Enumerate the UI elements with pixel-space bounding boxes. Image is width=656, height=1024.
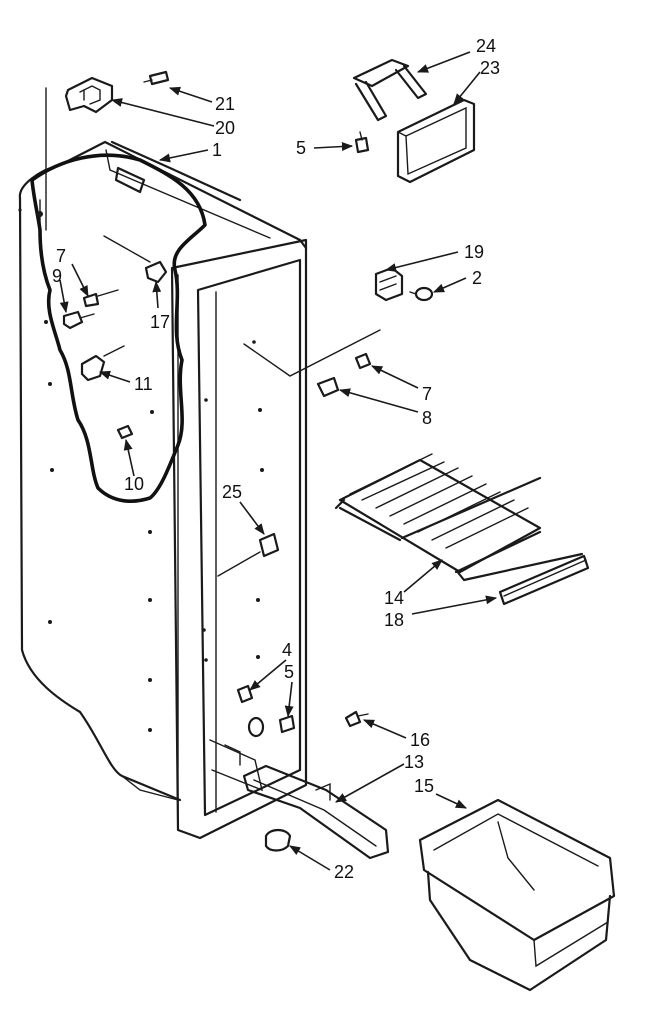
callout-21: 21 [215, 94, 235, 114]
wire-shelf-part-14 [334, 453, 542, 574]
callout-10: 10 [124, 474, 144, 494]
callout-8: 8 [422, 408, 432, 428]
clip-part-17 [103, 235, 168, 284]
callout-24: 24 [476, 36, 496, 56]
bin-part-15 [418, 798, 616, 992]
callout-11: 11 [134, 374, 153, 394]
screw-part-21 [143, 70, 170, 86]
callout-22: 22 [334, 862, 354, 882]
rail-part-13 [242, 764, 390, 860]
callout-2: 2 [472, 268, 482, 288]
callout-17: 17 [150, 312, 170, 332]
callout-16: 16 [410, 730, 430, 750]
callout-25: 25 [222, 482, 242, 502]
screw-part-5-lower [278, 714, 296, 734]
bracket-part-24 [352, 58, 428, 122]
callout-7-left: 7 [56, 246, 66, 266]
callout-7-right: 7 [422, 384, 432, 404]
callout-1: 1 [212, 140, 222, 160]
shelf-trim-part-18 [454, 552, 590, 606]
callout-labels: 21 20 1 24 23 5 19 2 7 8 7 9 17 11 10 25… [52, 36, 500, 882]
screw-part-16 [344, 710, 369, 728]
clip-part-7-right [354, 352, 372, 370]
freezer-liner [18, 87, 308, 840]
callout-5-lower: 5 [284, 662, 294, 682]
callout-20: 20 [215, 118, 235, 138]
switch-part-19 [374, 266, 404, 302]
bracket-part-25 [217, 532, 280, 577]
bumper-part-9 [62, 310, 95, 330]
callout-14: 14 [384, 588, 404, 608]
clip-part-8 [243, 329, 381, 398]
callout-9: 9 [52, 266, 62, 286]
pin-part-10 [116, 424, 134, 440]
clip-part-7-left [82, 289, 119, 308]
callout-23: 23 [480, 58, 500, 78]
cover-part-23 [396, 98, 476, 184]
bulb-part-2 [409, 286, 434, 302]
callout-15: 15 [414, 776, 434, 796]
screw-part-5-top [354, 131, 370, 154]
callout-4: 4 [282, 640, 292, 660]
callout-5-top: 5 [296, 138, 306, 158]
callout-19: 19 [464, 242, 484, 262]
bracket-part [64, 76, 114, 114]
callout-18: 18 [384, 610, 404, 630]
hook-part-11 [80, 345, 125, 382]
plug-part-22 [264, 828, 292, 852]
leader-lines [59, 51, 498, 871]
clip-part-4 [236, 684, 254, 704]
callout-13: 13 [404, 752, 424, 772]
